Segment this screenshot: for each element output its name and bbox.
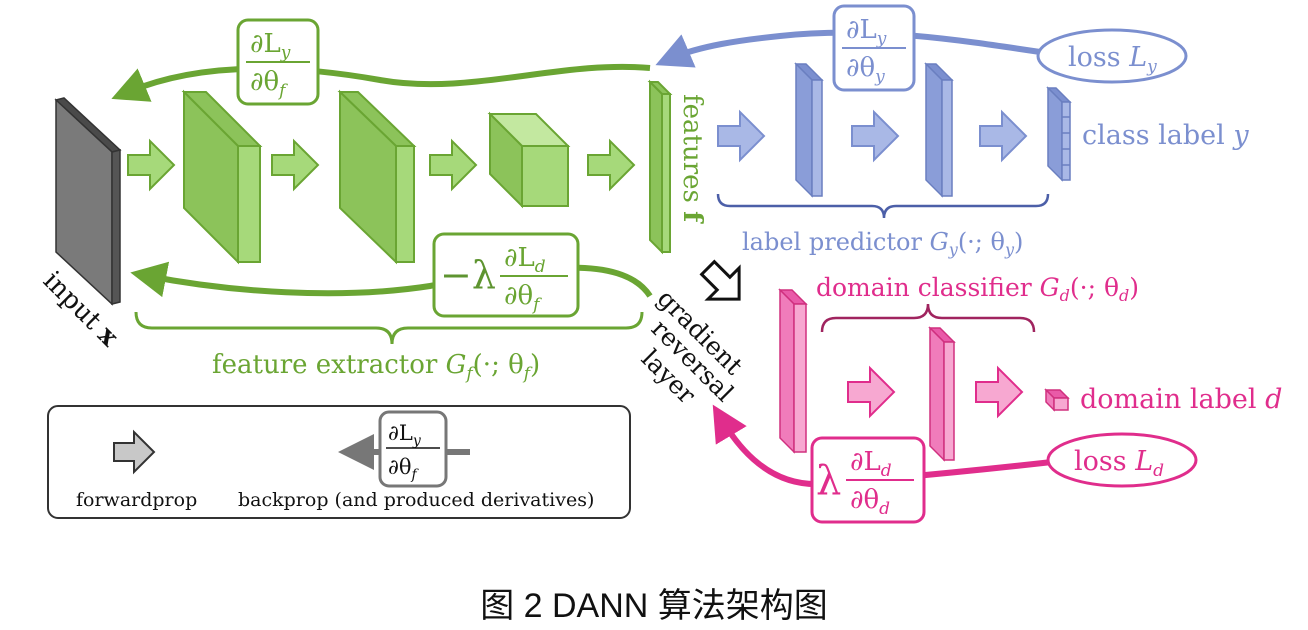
backprop-neg-lambda-arrow — [130, 261, 653, 298]
features-label: features f — [677, 94, 707, 224]
conv-block-1 — [181, 89, 263, 265]
feature-extractor-brace — [134, 311, 644, 345]
label-predictor-brace — [716, 193, 1050, 219]
svg-text:loss Ly: loss Ly — [1068, 42, 1157, 77]
legend-forwardprop-label: forwardprop — [76, 489, 197, 511]
label-predictor-text: label predictor Gy(·; θy) — [742, 228, 1023, 259]
forward-arrow-8 — [847, 367, 895, 417]
svg-text:∂Ly: ∂Ly — [250, 29, 291, 63]
label-fc-layer-1 — [794, 62, 824, 198]
forward-arrow-6 — [851, 111, 899, 161]
class-output-vector — [1046, 86, 1072, 182]
forward-arrow-7 — [979, 111, 1027, 161]
label-fc-layer-2 — [924, 62, 954, 198]
svg-text:∂θd: ∂θd — [850, 485, 890, 519]
feature-extractor-text: feature extractor Gf(·; θf) — [212, 350, 540, 384]
forward-arrow-5 — [717, 111, 765, 161]
input-image-block — [54, 97, 122, 306]
legend-derivative-example: ∂Ly ∂θf — [378, 410, 448, 488]
features-vector-block — [647, 79, 673, 255]
conv-block-3 — [487, 111, 571, 209]
domain-classifier-brace — [820, 303, 1036, 333]
derivative-neg-lambda-dLd-dthetaf: −λ ∂Ld ∂θf — [432, 232, 580, 318]
figure-caption-text: 图 2 DANN 算法架构图 — [480, 587, 828, 625]
legend-forwardprop-icon — [113, 429, 156, 475]
svg-text:∂θy: ∂θy — [846, 53, 885, 87]
backprop-dLy-dthetaf-arrow — [111, 63, 651, 102]
loss-y-node: loss Ly — [1036, 28, 1188, 84]
forward-arrow-4 — [587, 140, 635, 190]
forward-arrow-2 — [271, 140, 319, 190]
figure-caption: 图 2 DANN 算法架构图 — [0, 578, 1308, 627]
svg-text:∂Ld: ∂Ld — [850, 447, 892, 481]
domain-label-text: domain label d — [1080, 384, 1282, 415]
legend-backprop-label: backprop (and produced derivatives) — [238, 489, 594, 511]
svg-text:∂θf: ∂θf — [504, 281, 542, 315]
derivative-dLy-dthetaf: ∂Ly ∂θf — [236, 18, 320, 106]
forward-arrow-9 — [975, 367, 1023, 417]
derivative-dLy-dthetay: ∂Ly ∂θy — [832, 4, 916, 92]
svg-text:−λ: −λ — [440, 253, 496, 297]
derivative-lambda-dLd-dthetad: λ ∂Ld ∂θd — [810, 436, 926, 524]
conv-block-2 — [337, 89, 417, 265]
backprop-dLy-dthetay-arrow — [655, 29, 1041, 68]
domain-fc-layer-1 — [778, 288, 808, 454]
legend-box: forwardprop ∂Ly ∂θf backprop (and produc… — [47, 405, 631, 519]
domain-fc-layer-2 — [928, 326, 956, 462]
domain-output-cube — [1044, 388, 1070, 412]
gradient-reversal-arrow — [699, 259, 741, 301]
forward-arrow-3 — [429, 140, 477, 190]
svg-text:∂Ly: ∂Ly — [388, 421, 422, 449]
svg-text:∂θf: ∂θf — [250, 67, 288, 101]
loss-d-node: loss Ld — [1046, 432, 1198, 488]
class-label-text: class label y — [1082, 120, 1249, 151]
gradient-reversal-layer-label: gradient reversal layer — [636, 284, 749, 410]
svg-text:loss Ld: loss Ld — [1074, 446, 1164, 481]
svg-text:∂θf: ∂θf — [388, 455, 420, 483]
domain-classifier-text: domain classifier Gd(·; θd) — [816, 273, 1139, 305]
svg-text:∂Ld: ∂Ld — [504, 243, 546, 277]
forward-arrow-1 — [127, 140, 175, 190]
svg-text:∂Ly: ∂Ly — [846, 15, 887, 49]
svg-text:λ: λ — [816, 458, 841, 504]
